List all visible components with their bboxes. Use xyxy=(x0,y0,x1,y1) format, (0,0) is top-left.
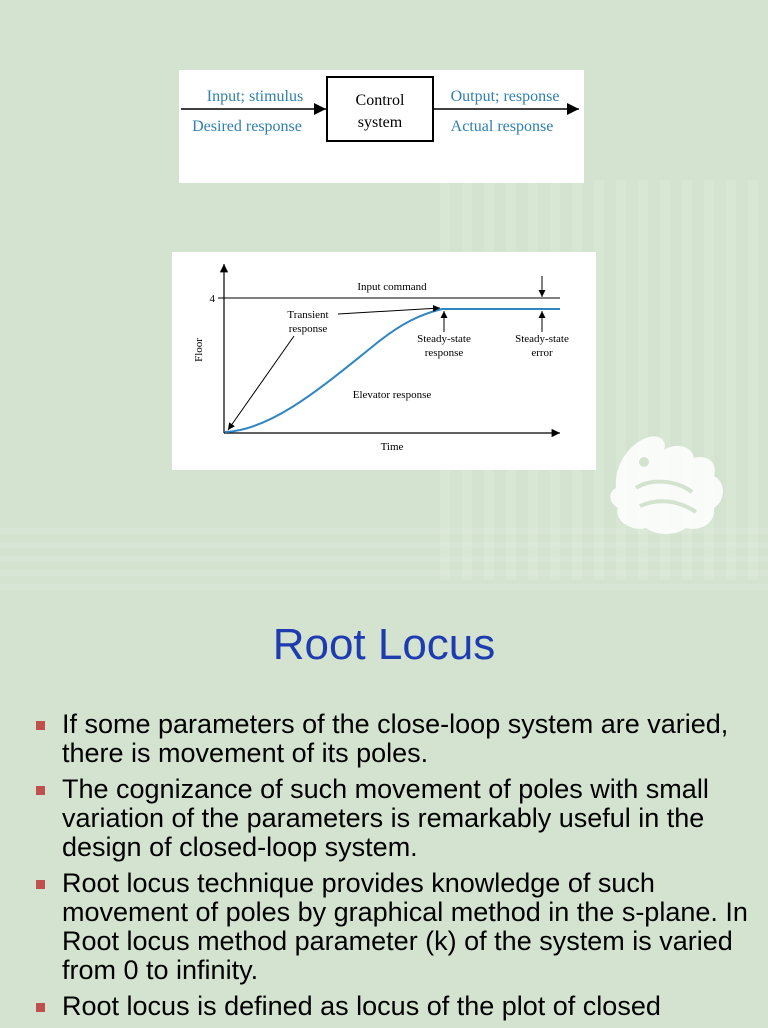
bullet-text: Root locus is defined as locus of the pl… xyxy=(62,991,661,1021)
transient-pointer-arrow xyxy=(337,304,441,315)
elevator-response-curve xyxy=(224,308,560,433)
list-item: Root locus is defined as locus of the pl… xyxy=(34,992,754,1021)
bullet-text: If some parameters of the close-loop sys… xyxy=(62,709,729,768)
steady-state-error-label-2: error xyxy=(531,347,553,359)
list-item: Root locus technique provides knowledge … xyxy=(34,869,754,985)
bullet-square-icon xyxy=(36,880,45,889)
floor-axis-label: Floor xyxy=(193,338,205,362)
elevator-response-figure: 4 Input command Floor Time Transient res… xyxy=(172,252,596,470)
control-system-box xyxy=(326,76,434,142)
control-label: Control xyxy=(356,92,405,109)
input-command-label: Input command xyxy=(357,281,427,293)
steady-state-error-label-1: Steady-state xyxy=(515,333,569,345)
transient-label-2: response xyxy=(289,323,328,335)
input-stimulus-label: Input; stimulus xyxy=(207,88,303,105)
list-item: If some parameters of the close-loop sys… xyxy=(34,710,754,768)
bullet-list: If some parameters of the close-loop sys… xyxy=(34,710,754,1028)
steady-state-label-1: Steady-state xyxy=(417,333,471,345)
bullet-text: Root locus technique provides knowledge … xyxy=(62,868,748,985)
elevator-response-label: Elevator response xyxy=(353,389,432,401)
bullet-text: The cognizance of such movement of poles… xyxy=(62,774,709,862)
tick-4-label: 4 xyxy=(210,293,216,305)
block-diagram-figure: Input; stimulus Desired response Control… xyxy=(179,70,584,183)
output-response-label: Output; response xyxy=(451,88,560,105)
transient-start-arrow xyxy=(227,335,295,431)
bullet-square-icon xyxy=(36,786,45,795)
bullet-square-icon xyxy=(36,1003,45,1012)
dragon-emblem-icon xyxy=(610,436,723,534)
desired-response-label: Desired response xyxy=(192,118,302,135)
steady-state-label-2: response xyxy=(425,347,464,359)
slide-title: Root Locus xyxy=(272,620,496,669)
bullet-square-icon xyxy=(36,721,45,730)
actual-response-label: Actual response xyxy=(451,118,554,135)
list-item: The cognizance of such movement of poles… xyxy=(34,775,754,862)
system-label: system xyxy=(358,114,403,131)
background-pattern-band xyxy=(0,520,768,590)
time-axis-label: Time xyxy=(381,441,404,453)
transient-label-1: Transient xyxy=(287,309,328,321)
